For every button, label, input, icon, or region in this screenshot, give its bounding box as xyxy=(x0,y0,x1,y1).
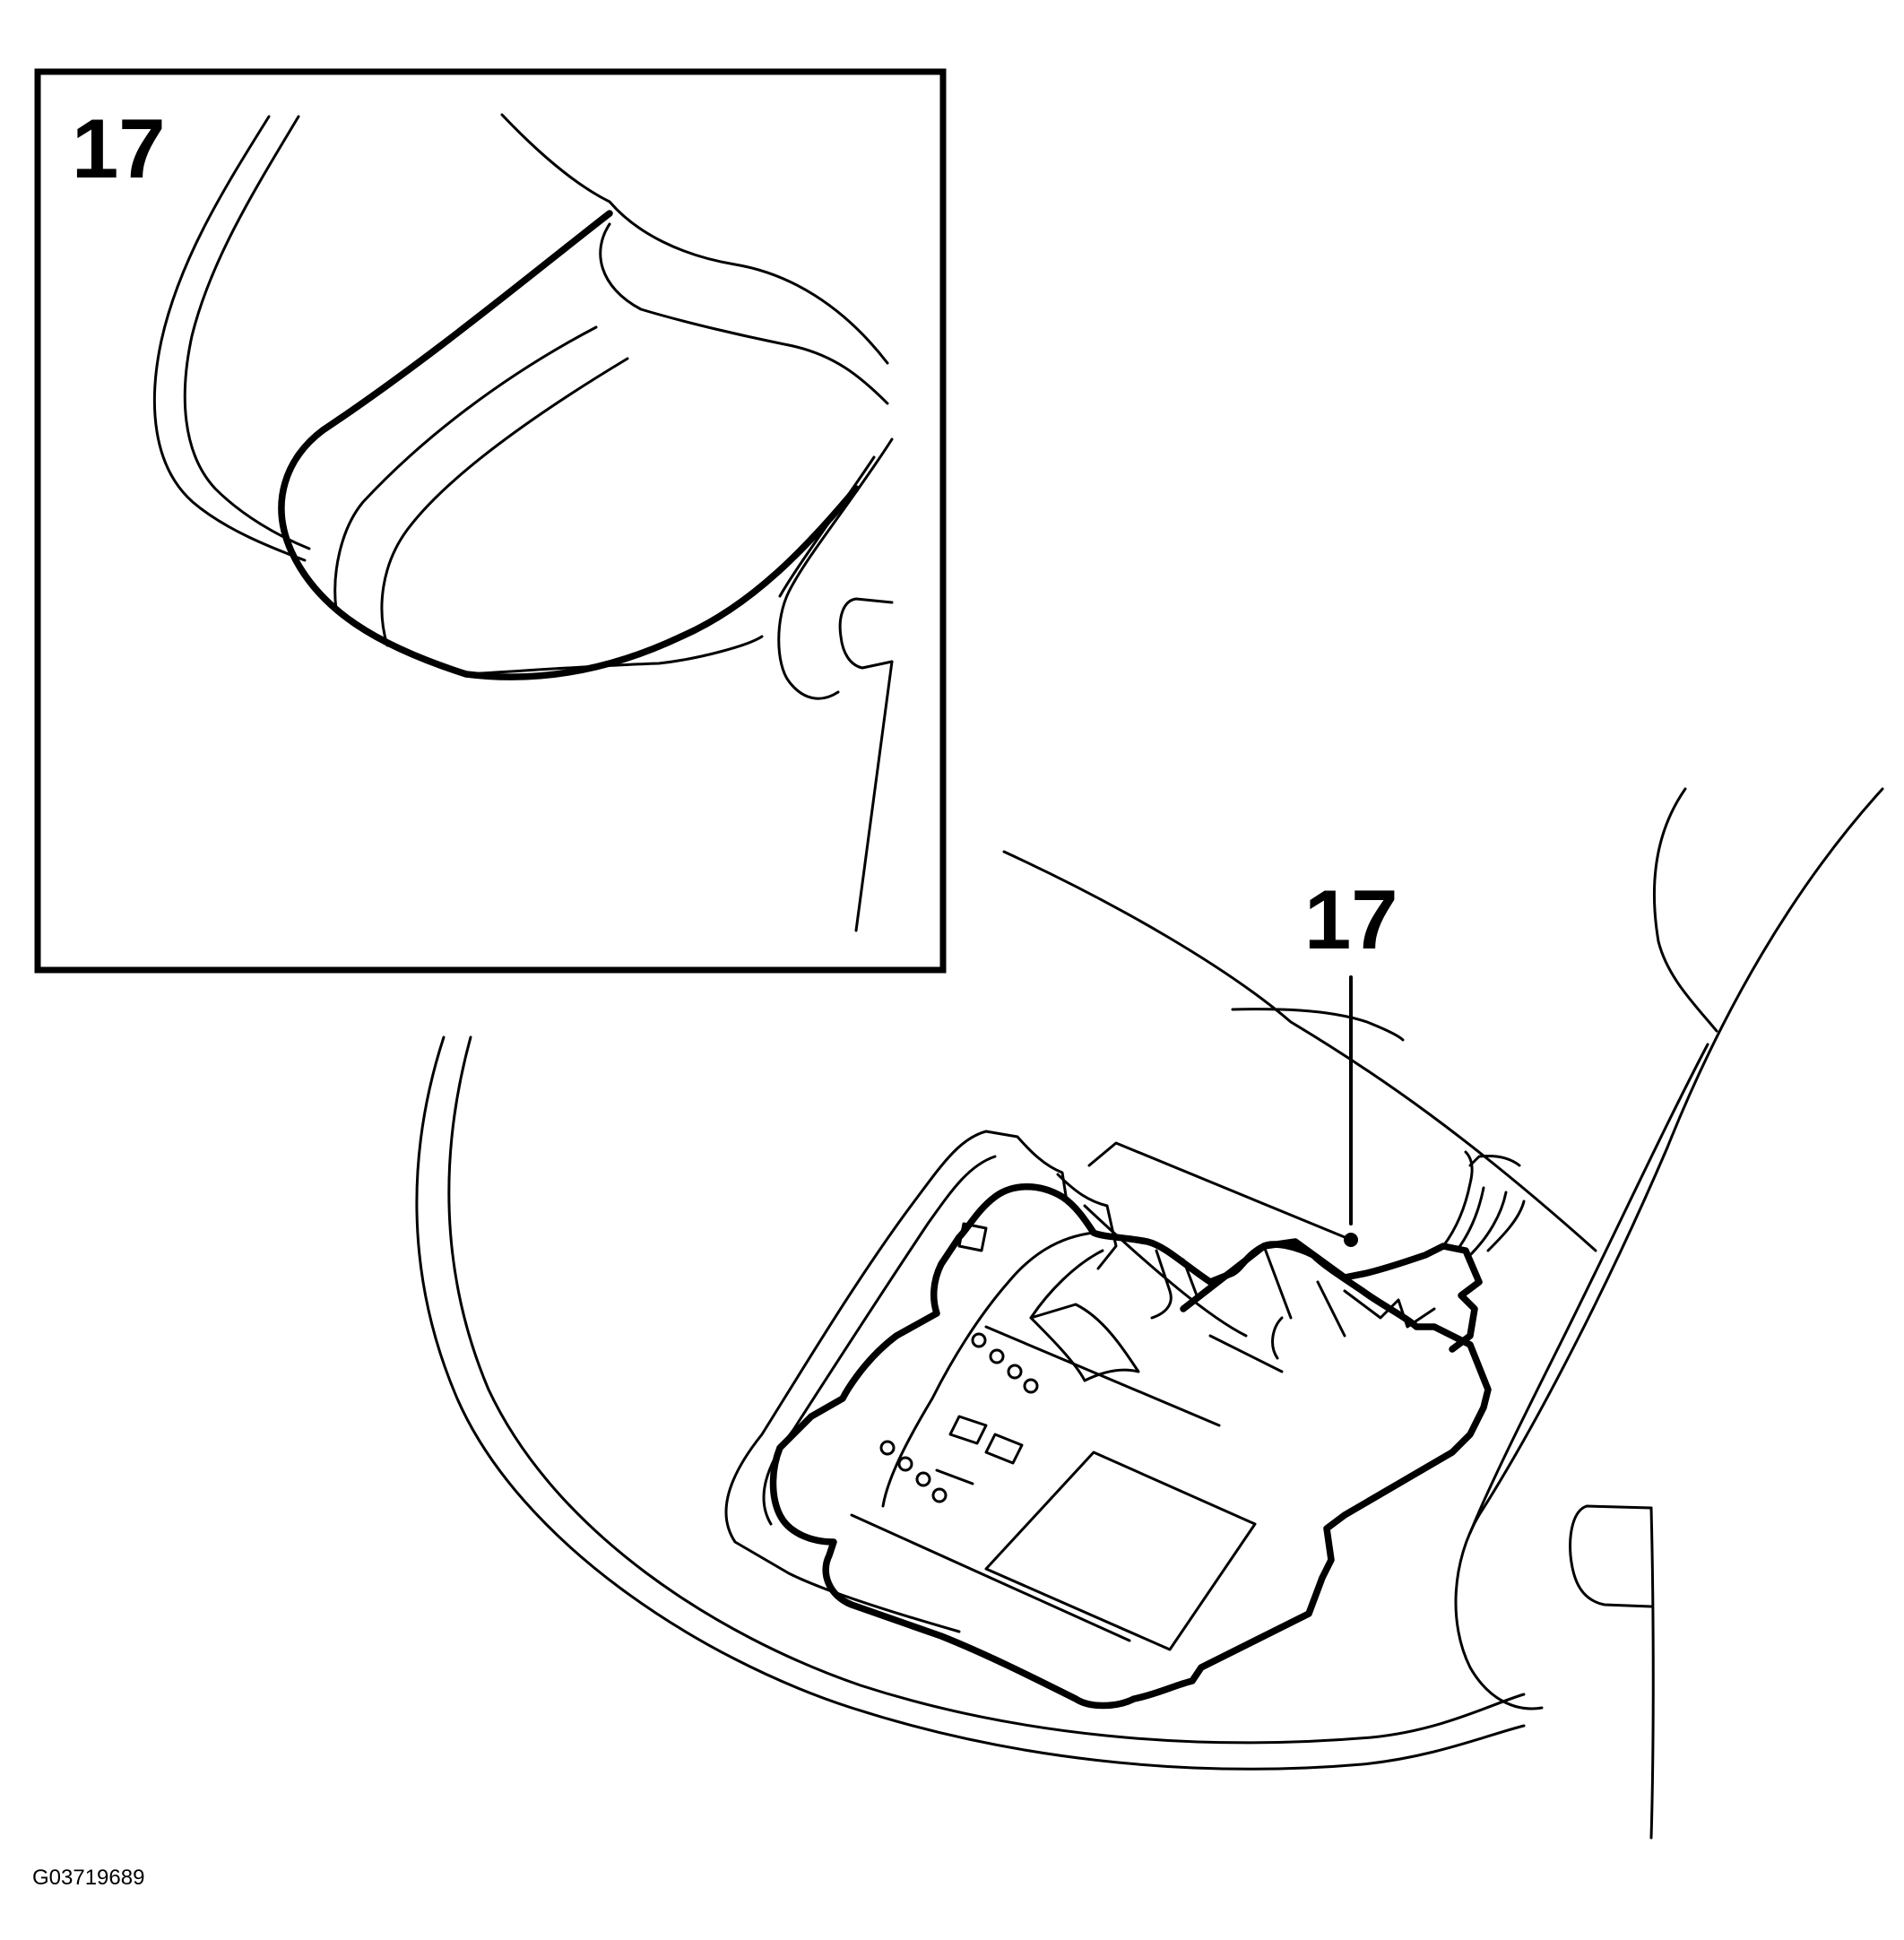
connector-plug-body xyxy=(1180,1238,1483,1353)
inset-connector-groove-2 xyxy=(380,357,629,647)
module-tray-top xyxy=(984,1130,1069,1203)
control-module-face xyxy=(850,1231,1221,1642)
figure-reference-code: G03719689 xyxy=(32,1866,144,1890)
connector-plug-detail xyxy=(1208,1244,1436,1373)
wiring-harness xyxy=(1441,1150,1526,1257)
right-mounting-knob xyxy=(1569,1504,1653,1608)
inset-connector-lower-edge xyxy=(464,635,764,676)
inset-mounting-tab xyxy=(777,437,894,700)
housing-ridge-line xyxy=(1231,1008,1405,1042)
inset-connector-groove-1 xyxy=(333,325,598,611)
detail-inset: 17 xyxy=(34,68,947,974)
inset-mounting-tab-inner xyxy=(778,455,876,598)
control-module-outline xyxy=(769,1183,1492,1710)
right-structure-diagonal-outer xyxy=(1454,787,1884,1710)
module-tray-inner xyxy=(762,1155,997,1526)
callout-leader-dot xyxy=(1344,1233,1358,1247)
housing-outline-inner xyxy=(447,1035,1526,1745)
main-view: 17 xyxy=(415,787,1884,1840)
module-tray-clip-2 xyxy=(1056,1173,1118,1270)
module-indicator-dots xyxy=(879,1332,1039,1503)
module-latch xyxy=(1029,1303,1140,1382)
main-callout-label: 17 xyxy=(1304,872,1398,966)
inset-housing-outline-outer xyxy=(152,115,307,562)
inset-mounting-knob xyxy=(838,597,894,670)
right-mounting-post xyxy=(1649,1506,1655,1840)
module-back-box xyxy=(1083,1141,1346,1338)
module-slot-marks xyxy=(935,1415,1024,1485)
module-label-panel xyxy=(984,1451,1257,1651)
inset-frame xyxy=(34,68,947,974)
inset-top-surface-line xyxy=(500,113,889,365)
right-structure-curve xyxy=(1652,787,1718,1033)
housing-top-line xyxy=(1002,850,1597,1252)
housing-outline-outer xyxy=(415,1035,1526,1771)
right-structure-diagonal-inner xyxy=(1468,1043,1709,1535)
inset-mounting-post xyxy=(854,660,894,932)
inset-connector-highlight xyxy=(278,210,860,680)
inset-ridge-line xyxy=(599,222,889,405)
inset-housing-outline-inner xyxy=(183,115,311,550)
inset-callout-label: 17 xyxy=(72,101,166,195)
